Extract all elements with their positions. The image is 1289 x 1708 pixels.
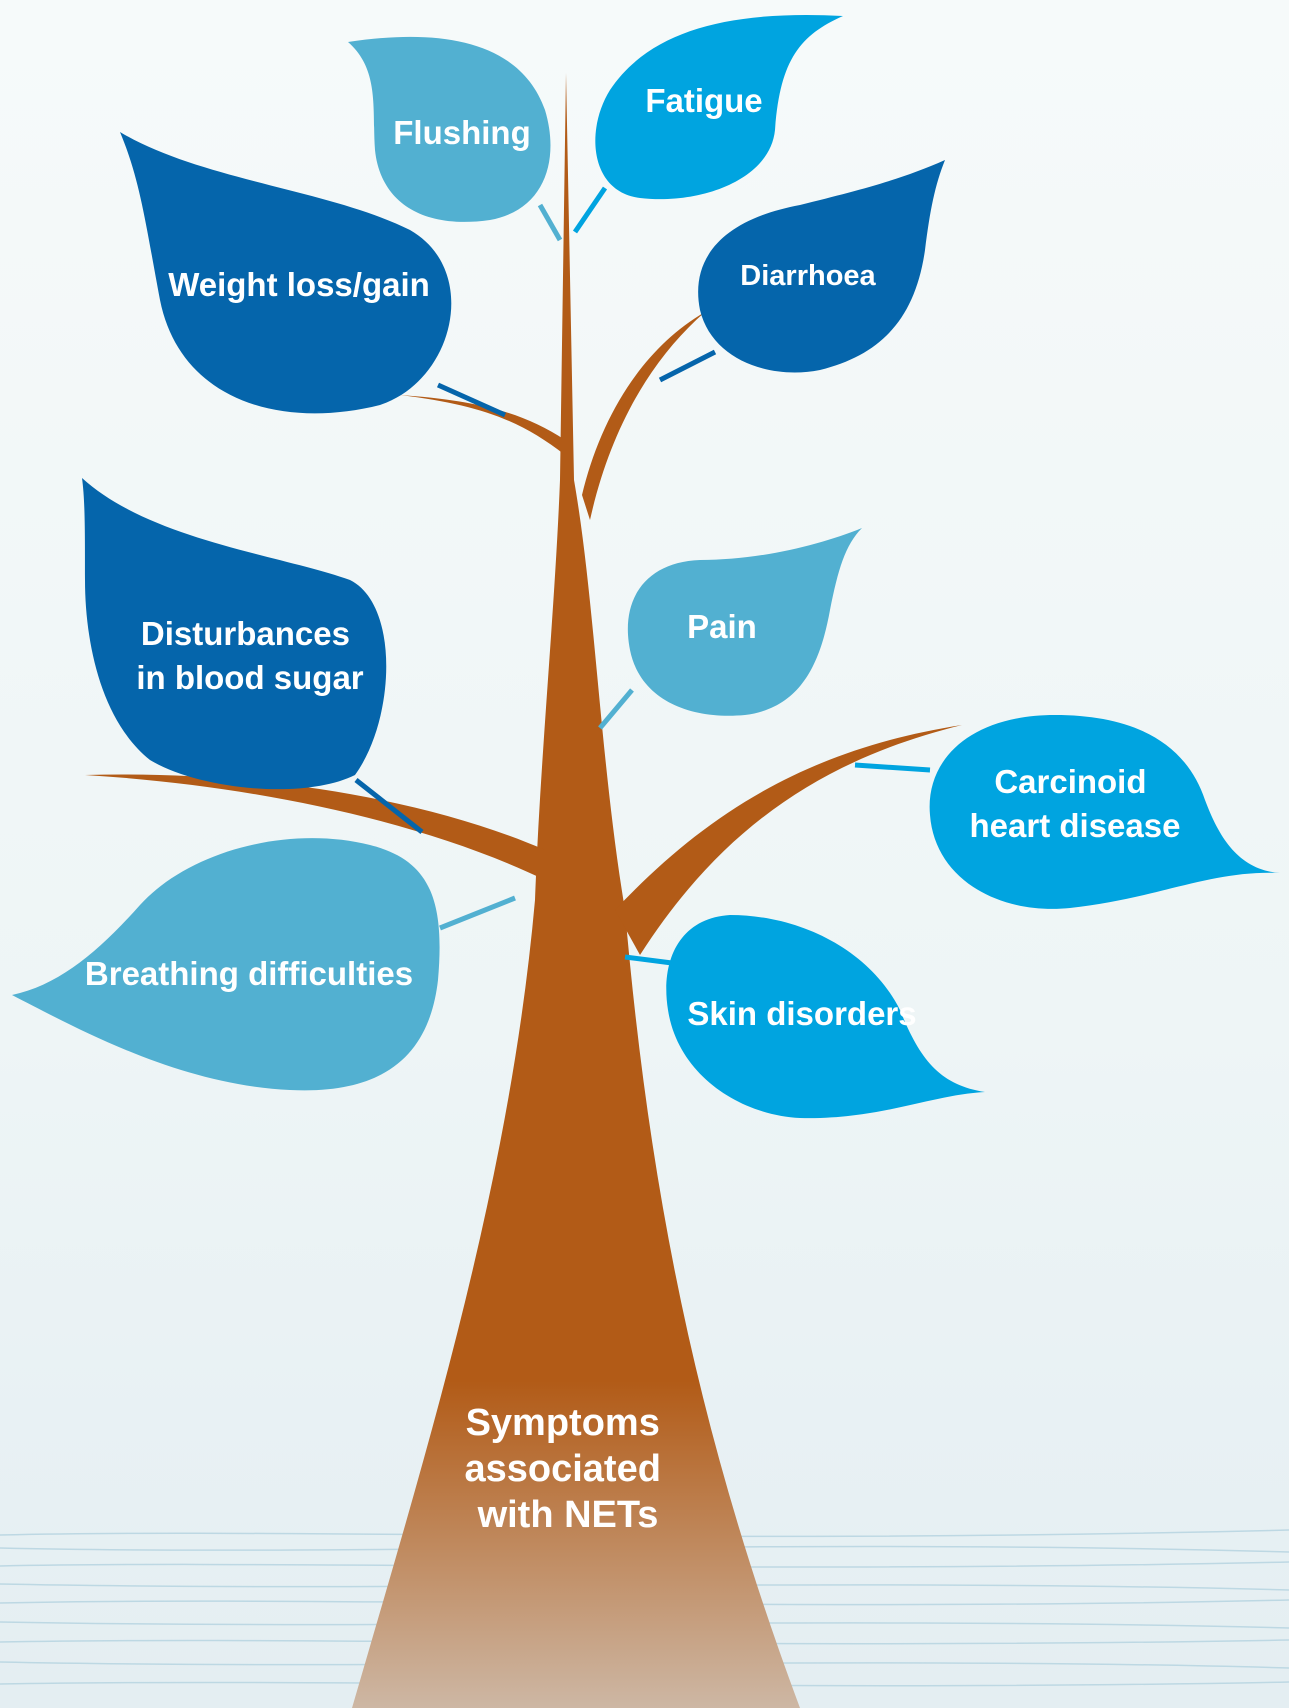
label-skin: Skin disorders: [687, 995, 916, 1032]
leaf-diarrhoea: [698, 160, 945, 373]
leaf-weight: [120, 132, 452, 414]
label-flushing: Flushing: [393, 114, 530, 151]
leaf-flushing: [348, 36, 551, 222]
label-weight: Weight loss/gain: [168, 266, 430, 303]
label-fatigue: Fatigue: [645, 82, 762, 119]
trunk: [352, 73, 800, 1708]
trunk-label: Symptoms associated with NETs: [464, 1402, 671, 1536]
leaf-stems: [354, 186, 931, 966]
leaf-labels: Flushing Fatigue Weight loss/gain Diarrh…: [85, 82, 1181, 1032]
branch-lower-right: [615, 725, 962, 955]
label-diarrhoea: Diarrhoea: [740, 260, 876, 292]
leaves: [12, 14, 1280, 1119]
label-blood-sugar: Disturbances in blood sugar: [136, 615, 363, 696]
leaf-breathing: [12, 838, 440, 1091]
leaf-blood-sugar: [82, 478, 387, 790]
branch-lower-left: [85, 774, 545, 880]
leaf-pain: [627, 528, 862, 716]
label-carcinoid: Carcinoid heart disease: [970, 763, 1181, 844]
label-breathing: Breathing difficulties: [85, 955, 413, 992]
leaf-fatigue: [595, 14, 843, 200]
label-pain: Pain: [687, 608, 757, 645]
leaf-carcinoid: [929, 715, 1280, 909]
branch-upper-right: [582, 312, 705, 520]
leaf-skin: [666, 915, 985, 1119]
